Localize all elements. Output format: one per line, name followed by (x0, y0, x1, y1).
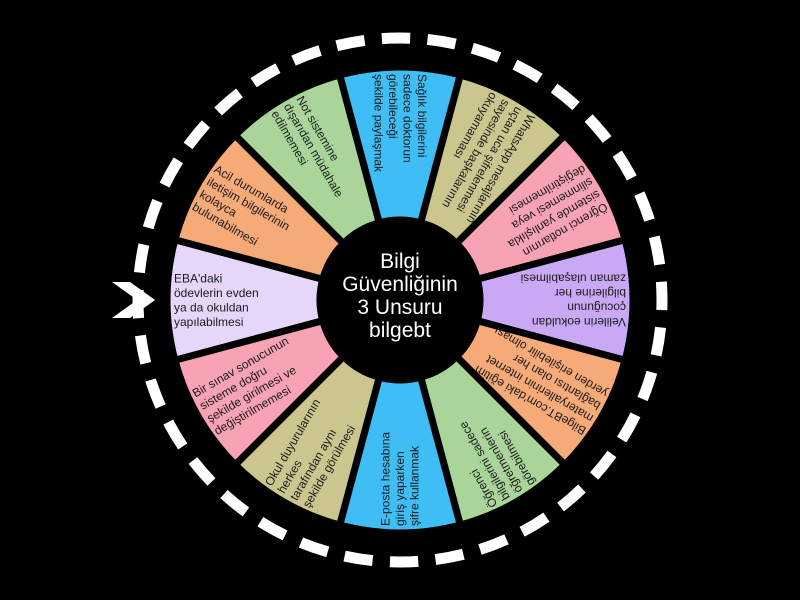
segment-label-line: Sağlık bilgilerini (415, 74, 429, 157)
center-title-line: 3 Unsuru (357, 296, 442, 319)
segment-label-line: E-posta hesabına (379, 432, 393, 526)
segment-label-line: şifre kullanmak (408, 445, 422, 526)
ring-dashes (132, 32, 668, 568)
segment-label-line: bilgilerine her (555, 286, 626, 300)
segment-label-line: Velilerin eokuldan (532, 315, 626, 329)
center-title-line: Bilgi (380, 250, 420, 273)
segment-label-line: ödevlerin evden (174, 286, 259, 300)
chevron-right-icon (112, 282, 155, 318)
segment-label-line: şekilde paylaşmak (371, 74, 385, 173)
wheel-segment[interactable]: Bir sınav sonucununsisteme doğruşekilde … (170, 316, 349, 470)
segment-label: Velilerin eokuldançocuğununbilgilerine h… (521, 271, 626, 329)
segment-label-line: ya da okuldan (174, 300, 249, 314)
segment-label: Sağlık bilgilerinisadece doktorungörebil… (371, 74, 429, 173)
center-title-line: Güvenliğinin (342, 273, 458, 296)
center-title-line: bilgebt (369, 319, 431, 342)
segment-label: E-posta hesabınagiriş yaparkenşifre kull… (379, 432, 422, 526)
wheel-segment[interactable]: Acil durumlardailetişim bilgilerininkola… (170, 130, 349, 284)
segment-label-line: giriş yaparken (393, 451, 407, 526)
segment-label-line: yapılabilmesi (174, 315, 243, 329)
dashed-ring (132, 32, 668, 568)
segment-label-line: görebileceği (386, 74, 400, 139)
segment-label-line: sadece doktorun (400, 74, 414, 163)
segment-label-line: zaman ulaşabilmesi (521, 271, 626, 285)
center-hub[interactable] (320, 220, 480, 380)
segment-label-line: EBA'daki (174, 271, 222, 285)
segment-label-line: çocuğunun (567, 300, 626, 314)
wheel-segment[interactable]: BilgeBT.com'daki eğitimmateryallerinin i… (451, 316, 630, 470)
